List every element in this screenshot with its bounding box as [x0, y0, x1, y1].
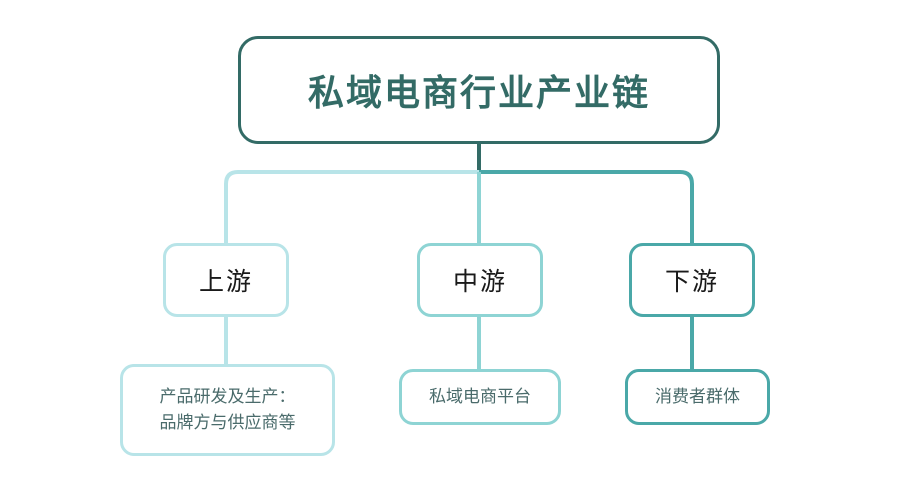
connector-to-downstream — [479, 170, 694, 243]
leaf-box-midstream: 私域电商平台 — [399, 369, 561, 425]
tier-box-downstream: 下游 — [629, 243, 755, 317]
leaf-box-upstream: 产品研发及生产： 品牌方与供应商等 — [120, 364, 335, 456]
leaf-box-downstream: 消费者群体 — [625, 369, 770, 425]
diagram-title-box: 私域电商行业产业链 — [238, 36, 720, 144]
tier-box-midstream: 中游 — [417, 243, 543, 317]
leaf-text-midstream: 私域电商平台 — [429, 386, 531, 406]
tier-box-upstream: 上游 — [163, 243, 289, 317]
connector-to-upstream — [224, 170, 479, 243]
leaf-text-downstream: 消费者群体 — [655, 386, 740, 406]
diagram-title-text: 私域电商行业产业链 — [307, 72, 650, 113]
leaf-text-upstream: 产品研发及生产： 品牌方与供应商等 — [159, 386, 296, 432]
tier-label-upstream: 上游 — [198, 268, 253, 296]
tier-label-midstream: 中游 — [452, 268, 507, 296]
tier-label-downstream: 下游 — [664, 268, 719, 296]
